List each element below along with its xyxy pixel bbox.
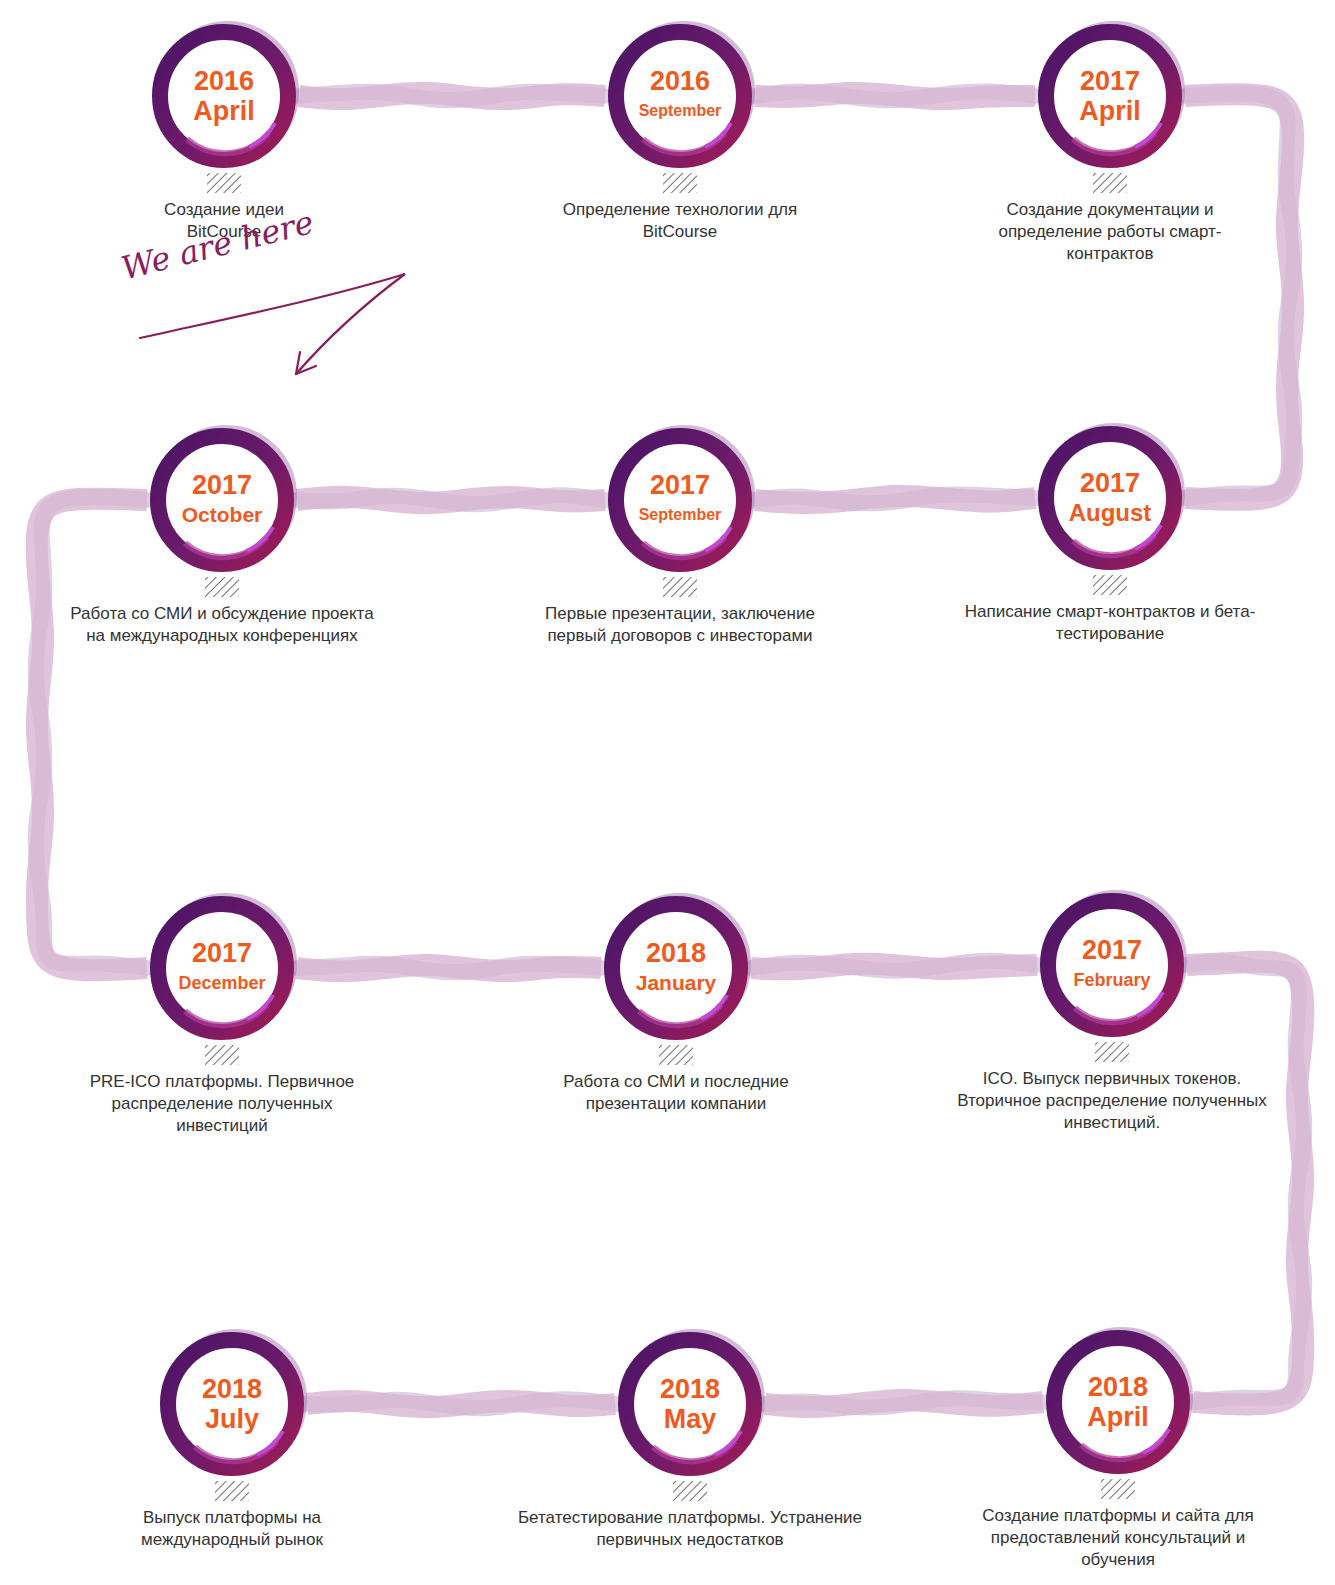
milestone-description: Работа со СМИ и обсуждение проекта на ме…: [62, 603, 382, 647]
timeline-band: [765, 1400, 1043, 1407]
band-layer: [1187, 962, 1304, 1402]
milestone-circle: 2018MayБетатестирование платформы. Устра…: [615, 1329, 765, 1479]
milestone-description: ICO. Выпуск первичных токенов. Вторичное…: [947, 1068, 1277, 1134]
timeline-band: [299, 93, 605, 99]
ring-shape: [1035, 423, 1185, 573]
milestone-circle: 2017FebruaryICO. Выпуск первичных токено…: [1037, 890, 1187, 1040]
month-text: April: [193, 96, 255, 126]
month-text: April: [1079, 96, 1141, 126]
year-text: 2017: [192, 470, 252, 500]
year-text: 2017: [650, 470, 710, 500]
date-block: 2018January: [601, 893, 751, 1043]
month-text: October: [182, 500, 263, 530]
milestone-description: Работа со СМИ и последние презентации ко…: [526, 1071, 826, 1115]
ring-shape: [605, 425, 755, 575]
timeline-band: [755, 93, 1035, 99]
year-text: 2017: [1080, 66, 1140, 96]
timeline-band: [297, 497, 605, 503]
timeline-band: [751, 964, 1037, 970]
month-text: September: [639, 96, 722, 126]
milestone-description: Бетатестирование платформы. Устранение п…: [515, 1507, 865, 1551]
milestone-description: PRE-ICO платформы. Первичное распределен…: [72, 1071, 372, 1137]
band-layer: [755, 494, 1035, 503]
month-text: February: [1073, 965, 1150, 995]
date-block: 2017September: [605, 425, 755, 575]
band-layer: [36, 497, 147, 968]
date-block: 2016September: [605, 21, 755, 171]
milestone-description: Первые презентации, заключение первый до…: [520, 603, 840, 647]
band-layer: [1185, 93, 1294, 498]
milestone-circle: 2017SeptemberПервые презентации, заключе…: [605, 425, 755, 575]
month-text: August: [1069, 498, 1152, 528]
timeline-band: [37, 499, 147, 971]
ring-shape: [605, 21, 755, 171]
year-text: 2016: [650, 66, 710, 96]
year-text: 2018: [202, 1374, 262, 1404]
year-text: 2017: [1080, 468, 1140, 498]
timeline-band: [1187, 962, 1303, 1405]
date-block: 2017October: [147, 425, 297, 575]
milestone-circle: 2018JanuaryРабота со СМИ и последние пре…: [601, 893, 751, 1043]
milestone-circle: 2017AprilСоздание документации и определ…: [1035, 21, 1185, 171]
timeline-band: [755, 496, 1035, 503]
year-text: 2018: [660, 1374, 720, 1404]
year-text: 2018: [1088, 1372, 1148, 1402]
date-block: 2017February: [1037, 890, 1187, 1040]
band-layer: [297, 495, 605, 504]
band-layer: [299, 92, 605, 100]
year-text: 2018: [646, 938, 706, 968]
timeline-band: [307, 1401, 615, 1407]
month-text: May: [664, 1404, 717, 1434]
milestone-circle: 2017DecemberPRE-ICO платформы. Первичное…: [147, 893, 297, 1043]
ring-shape: [147, 425, 297, 575]
milestone-circle: 2016AprilСоздание идеи BitCourse: [149, 21, 299, 171]
date-block: 2016April: [149, 21, 299, 171]
ring-shape: [601, 893, 751, 1043]
band-layer: [297, 964, 601, 973]
year-text: 2016: [194, 66, 254, 96]
month-text: December: [178, 968, 265, 998]
timeline-band: [1185, 94, 1293, 500]
milestone-description: Определение технологии для BitCourse: [545, 199, 815, 243]
band-layer: [307, 1399, 615, 1408]
date-block: 2018July: [157, 1329, 307, 1479]
year-text: 2017: [192, 938, 252, 968]
milestone-description: Написание смарт-контрактов и бета-тестир…: [960, 601, 1260, 645]
milestone-description: Выпуск платформы на международный рынок: [102, 1507, 362, 1551]
band-layer: [751, 961, 1037, 971]
timeline-band: [297, 965, 601, 971]
month-text: July: [205, 1404, 259, 1434]
year-text: 2017: [1082, 935, 1142, 965]
band-layer: [765, 1398, 1043, 1407]
milestone-circle: 2016SeptemberОпределение технологии для …: [605, 21, 755, 171]
date-block: 2018April: [1043, 1327, 1193, 1477]
month-text: September: [639, 500, 722, 530]
band-layer: [755, 91, 1035, 100]
milestone-circle: 2017AugustНаписание смарт-контрактов и б…: [1035, 423, 1185, 573]
milestone-description: Создание платформы и сайта для предостав…: [968, 1505, 1268, 1571]
milestone-circle: 2018AprilСоздание платформы и сайта для …: [1043, 1327, 1193, 1477]
date-block: 2017April: [1035, 21, 1185, 171]
month-text: April: [1087, 1402, 1149, 1432]
milestone-description: Создание документации и определение рабо…: [980, 199, 1240, 265]
milestone-circle: 2018JulyВыпуск платформы на международны…: [157, 1329, 307, 1479]
milestone-circle: 2017OctoberРабота со СМИ и обсуждение пр…: [147, 425, 297, 575]
ring-shape: [147, 893, 297, 1043]
month-text: January: [636, 968, 717, 998]
ring-shape: [1037, 890, 1187, 1040]
date-block: 2017August: [1035, 423, 1185, 573]
date-block: 2018May: [615, 1329, 765, 1479]
date-block: 2017December: [147, 893, 297, 1043]
